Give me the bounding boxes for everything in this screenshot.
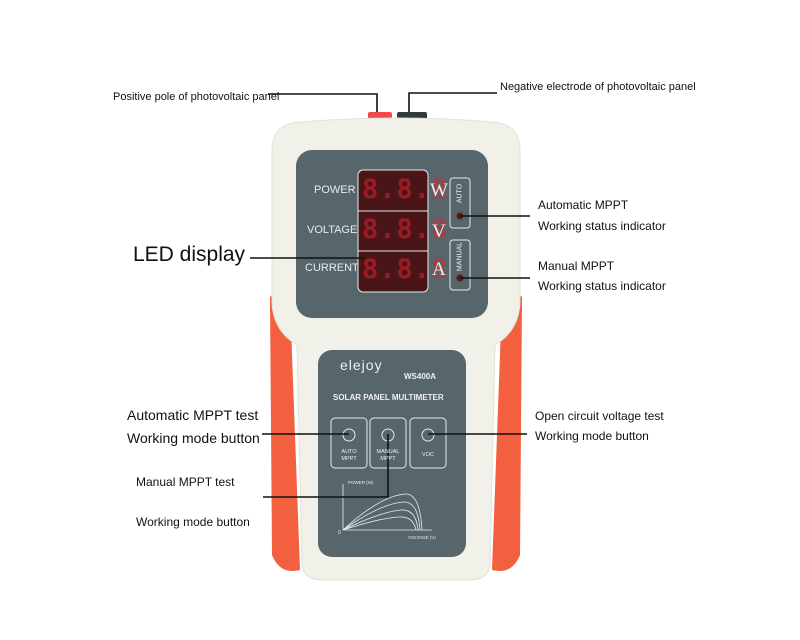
voc-button[interactable] [421, 428, 435, 442]
led-display-annotation: LED display [133, 243, 246, 266]
graph-origin: 0 [338, 530, 341, 536]
current-digits: 8.8.8 [362, 254, 449, 285]
positive-pole-annotation: Positive pole of photovoltaic panel [113, 91, 280, 103]
graph-y-label: POWER (W) [348, 480, 374, 485]
manual-indicator-annotation-1: Manual MPPT [538, 259, 615, 273]
power-label: POWER [314, 184, 356, 196]
led-display-frame [357, 169, 429, 293]
brand-logo: elejoy [340, 357, 383, 373]
manual-mppt-button-label: MANUAL MPPT [376, 449, 400, 462]
auto-indicator-annotation-2: Working status indicator [538, 219, 666, 233]
graph-x-label: VOLTAGE (V) [408, 535, 436, 540]
voltage-unit: V [432, 221, 446, 242]
voc-button-frame [409, 417, 447, 469]
manual-indicator-annotation-2: Working status indicator [538, 279, 666, 293]
control-panel [318, 350, 466, 557]
auto-mppt-button-label: AUTO MPPT [341, 449, 357, 462]
auto-button-annotation-2: Working mode button [127, 430, 260, 446]
manual-button-annotation-1: Manual MPPT test [136, 475, 235, 489]
manual-indicator-frame [449, 239, 471, 291]
auto-indicator-frame [449, 177, 471, 229]
auto-mppt-button-frame [330, 417, 368, 469]
power-digits: 8.8.8 [362, 174, 449, 205]
pv-curve-graph [342, 484, 432, 531]
right-grip [492, 295, 523, 571]
model-number: WS400A [404, 372, 437, 381]
auto-indicator-label: AUTO [456, 183, 464, 204]
annotation-lines [250, 92, 530, 498]
current-label: CURRENT [305, 262, 359, 274]
voc-button-annotation-2: Working mode button [535, 429, 649, 443]
current-unit: A [432, 259, 446, 280]
voc-button-annotation-1: Open circuit voltage test [535, 409, 664, 423]
manual-indicator-label: MANUAL [456, 241, 464, 272]
manual-button-annotation-2: Working mode button [136, 515, 250, 529]
auto-indicator-annotation-1: Automatic MPPT [538, 198, 629, 212]
negative-electrode-annotation: Negative electrode of photovoltaic panel [500, 81, 696, 93]
voltage-label: VOLTAGE [307, 224, 358, 236]
power-unit: W [430, 180, 448, 201]
voc-button-label: VOC [422, 452, 434, 458]
left-grip [269, 295, 300, 571]
auto-button-annotation-1: Automatic MPPT test [127, 407, 259, 423]
auto-mppt-button[interactable] [342, 428, 356, 442]
product-name: SOLAR PANEL MULTIMETER [333, 393, 444, 402]
voltage-digits: 8.8.8 [362, 214, 449, 245]
